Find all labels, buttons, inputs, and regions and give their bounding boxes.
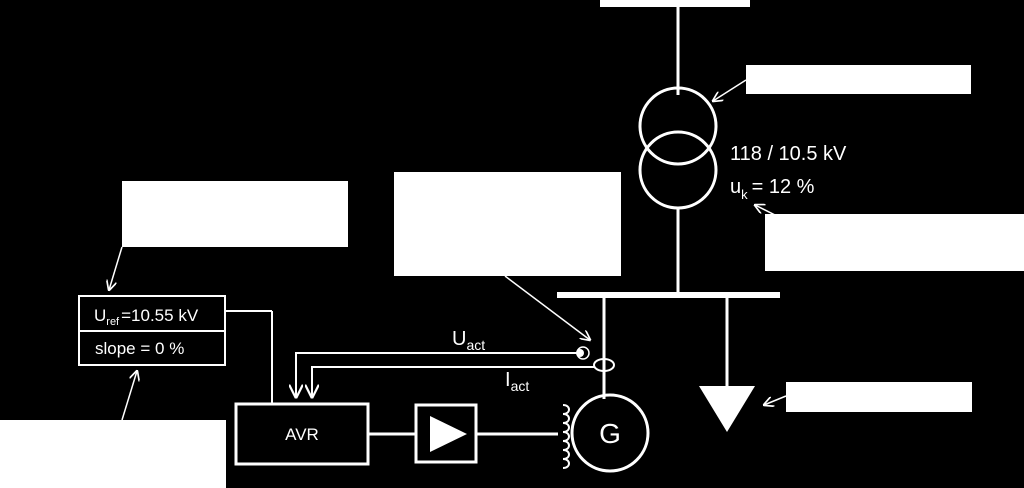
transformer-ratio-label: 118 / 10.5 kV xyxy=(730,143,847,165)
u-act-signal-line xyxy=(296,352,580,397)
grid-connection-box xyxy=(600,0,750,7)
i-act-signal-line xyxy=(312,366,594,397)
avr-label: AVR xyxy=(285,425,319,444)
callout-box-load xyxy=(786,382,972,412)
voltage-tap-ring xyxy=(576,346,590,360)
callout-box-uref xyxy=(122,181,348,247)
callout-box-transformer xyxy=(746,65,971,94)
uref-label: Uref=10.55 kV xyxy=(94,306,199,328)
callout-box-slope xyxy=(0,420,226,488)
callout-arrow-load xyxy=(764,395,787,405)
i-act-label: Iact xyxy=(505,369,529,394)
generator-label: G xyxy=(599,418,621,449)
uk-label: uk= 12 % xyxy=(730,176,815,202)
callout-arrow-transformer xyxy=(713,79,747,101)
excitation-coil-icon xyxy=(562,404,570,469)
amplifier-icon xyxy=(430,416,467,452)
callout-arrow-measurement xyxy=(504,275,590,340)
generator-icon xyxy=(570,393,650,473)
load-arrow-icon xyxy=(699,386,755,432)
current-transformer-icon xyxy=(593,358,615,372)
transformer-icon xyxy=(638,86,718,210)
slope-label: slope = 0 % xyxy=(95,339,184,358)
callout-arrow-uref xyxy=(109,246,123,290)
callout-box-uk xyxy=(765,214,1024,271)
u-act-label: Uact xyxy=(452,328,485,353)
callout-arrow-slope xyxy=(121,371,137,421)
callout-box-measurement xyxy=(394,172,621,276)
